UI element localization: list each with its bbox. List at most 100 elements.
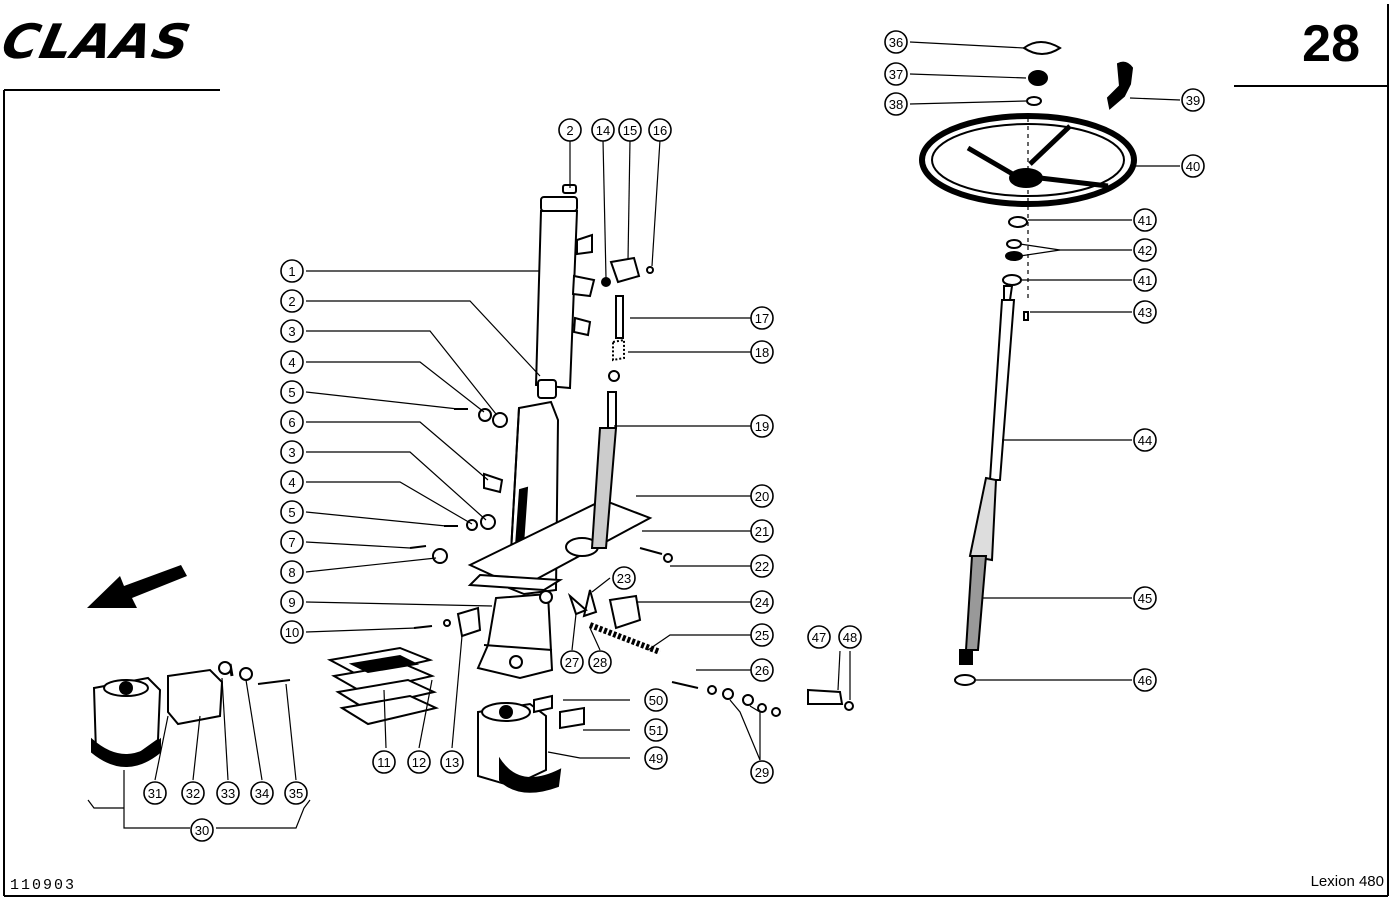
callout-label: 40 [1186,159,1200,174]
callout-circle [644,718,668,742]
callout-40: 40 [1181,154,1205,178]
callout-label: 51 [649,723,663,738]
callout-circle [750,590,774,614]
callout-circle [280,350,304,374]
callout-label: 29 [755,765,769,780]
model-label: Lexion 480 [1310,873,1384,890]
callout-42: 42 [1133,238,1157,262]
callout-27: 27 [560,650,584,674]
callout-23: 23 [612,566,636,590]
callout-label: 38 [889,97,903,112]
callout-circle [440,750,464,774]
callout-circle [143,781,167,805]
callout-16: 16 [648,118,672,142]
callout-31: 31 [143,781,167,805]
callout-circle [588,650,612,674]
steering-wheel-assembly [919,41,1137,686]
callout-circle [807,625,831,649]
callout-8: 8 [280,560,304,584]
callout-circle [280,410,304,434]
callout-label: 7 [288,535,295,550]
callout-38: 38 [884,92,908,116]
callout-label: 15 [623,123,637,138]
callout-circle [280,590,304,614]
callout-label: 18 [755,345,769,360]
callout-circle [216,781,240,805]
callout-circle [612,566,636,590]
callout-label: 8 [288,565,295,580]
callout-label: 14 [596,123,610,138]
callout-label: 43 [1138,305,1152,320]
callout-45: 45 [1133,586,1157,610]
callout-circle [591,118,615,142]
callout-label: 10 [285,625,299,640]
callout-39: 39 [1181,88,1205,112]
callout-13: 13 [440,750,464,774]
callout-label: 12 [412,755,426,770]
callout-circle [280,470,304,494]
callout-2: 2 [280,289,304,313]
callout-label: 36 [889,35,903,50]
callout-35: 35 [284,781,308,805]
callout-label: 30 [195,823,209,838]
callout-circle [750,623,774,647]
callout-9: 9 [280,590,304,614]
callout-circle [1133,268,1157,292]
rubber-boot [326,646,440,726]
callout-41: 41 [1133,268,1157,292]
callout-2: 2 [558,118,582,142]
callout-14: 14 [591,118,615,142]
callout-50: 50 [644,688,668,712]
callout-label: 9 [288,595,295,610]
callout-11: 11 [372,750,396,774]
callout-label: 4 [288,475,295,490]
callout-51: 51 [644,718,668,742]
callout-5: 5 [280,380,304,404]
callout-circle [280,440,304,464]
callout-18: 18 [750,340,774,364]
callout-circle [558,118,582,142]
callout-label: 3 [288,445,295,460]
callout-label: 1 [288,264,295,279]
callout-49: 49 [644,746,668,770]
callout-label: 48 [843,630,857,645]
callout-15: 15 [618,118,642,142]
callout-circle [750,484,774,508]
callout-circle [750,340,774,364]
callout-44: 44 [1133,428,1157,452]
callout-label: 49 [649,751,663,766]
callout-6: 6 [280,410,304,434]
callout-label: 31 [148,786,162,801]
callout-label: 13 [445,755,459,770]
callout-circle [407,750,431,774]
callout-circle [1133,586,1157,610]
callout-label: 2 [288,294,295,309]
callout-circle [648,118,672,142]
callout-label: 46 [1138,673,1152,688]
callout-label: 3 [288,324,295,339]
callout-5: 5 [280,500,304,524]
callout-circle [1133,668,1157,692]
callout-32: 32 [181,781,205,805]
callout-label: 24 [755,595,769,610]
callout-25: 25 [750,623,774,647]
callout-circle [750,414,774,438]
callout-21: 21 [750,519,774,543]
callout-30: 30 [190,818,214,842]
callout-label: 32 [186,786,200,801]
callout-label: 26 [755,663,769,678]
callout-label: 41 [1138,273,1152,288]
callout-36: 36 [884,30,908,54]
callout-circle [284,781,308,805]
callout-label: 5 [288,385,295,400]
callout-24: 24 [750,590,774,614]
callout-label: 4 [288,355,295,370]
callout-label: 47 [812,630,826,645]
callout-label: 45 [1138,591,1152,606]
callout-circle [1133,428,1157,452]
callout-circle [280,500,304,524]
callout-circle [280,289,304,313]
callout-label: 23 [617,571,631,586]
callout-circle [250,781,274,805]
